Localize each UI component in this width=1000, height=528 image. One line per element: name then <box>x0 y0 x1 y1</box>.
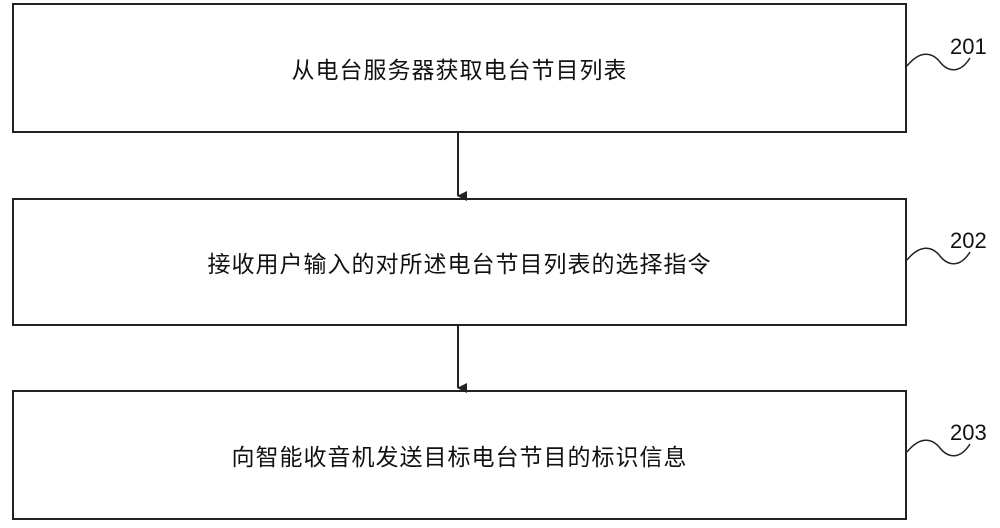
leader-line-203 <box>907 440 970 456</box>
leader-line-202 <box>907 248 970 264</box>
leader-line-201 <box>907 54 970 70</box>
